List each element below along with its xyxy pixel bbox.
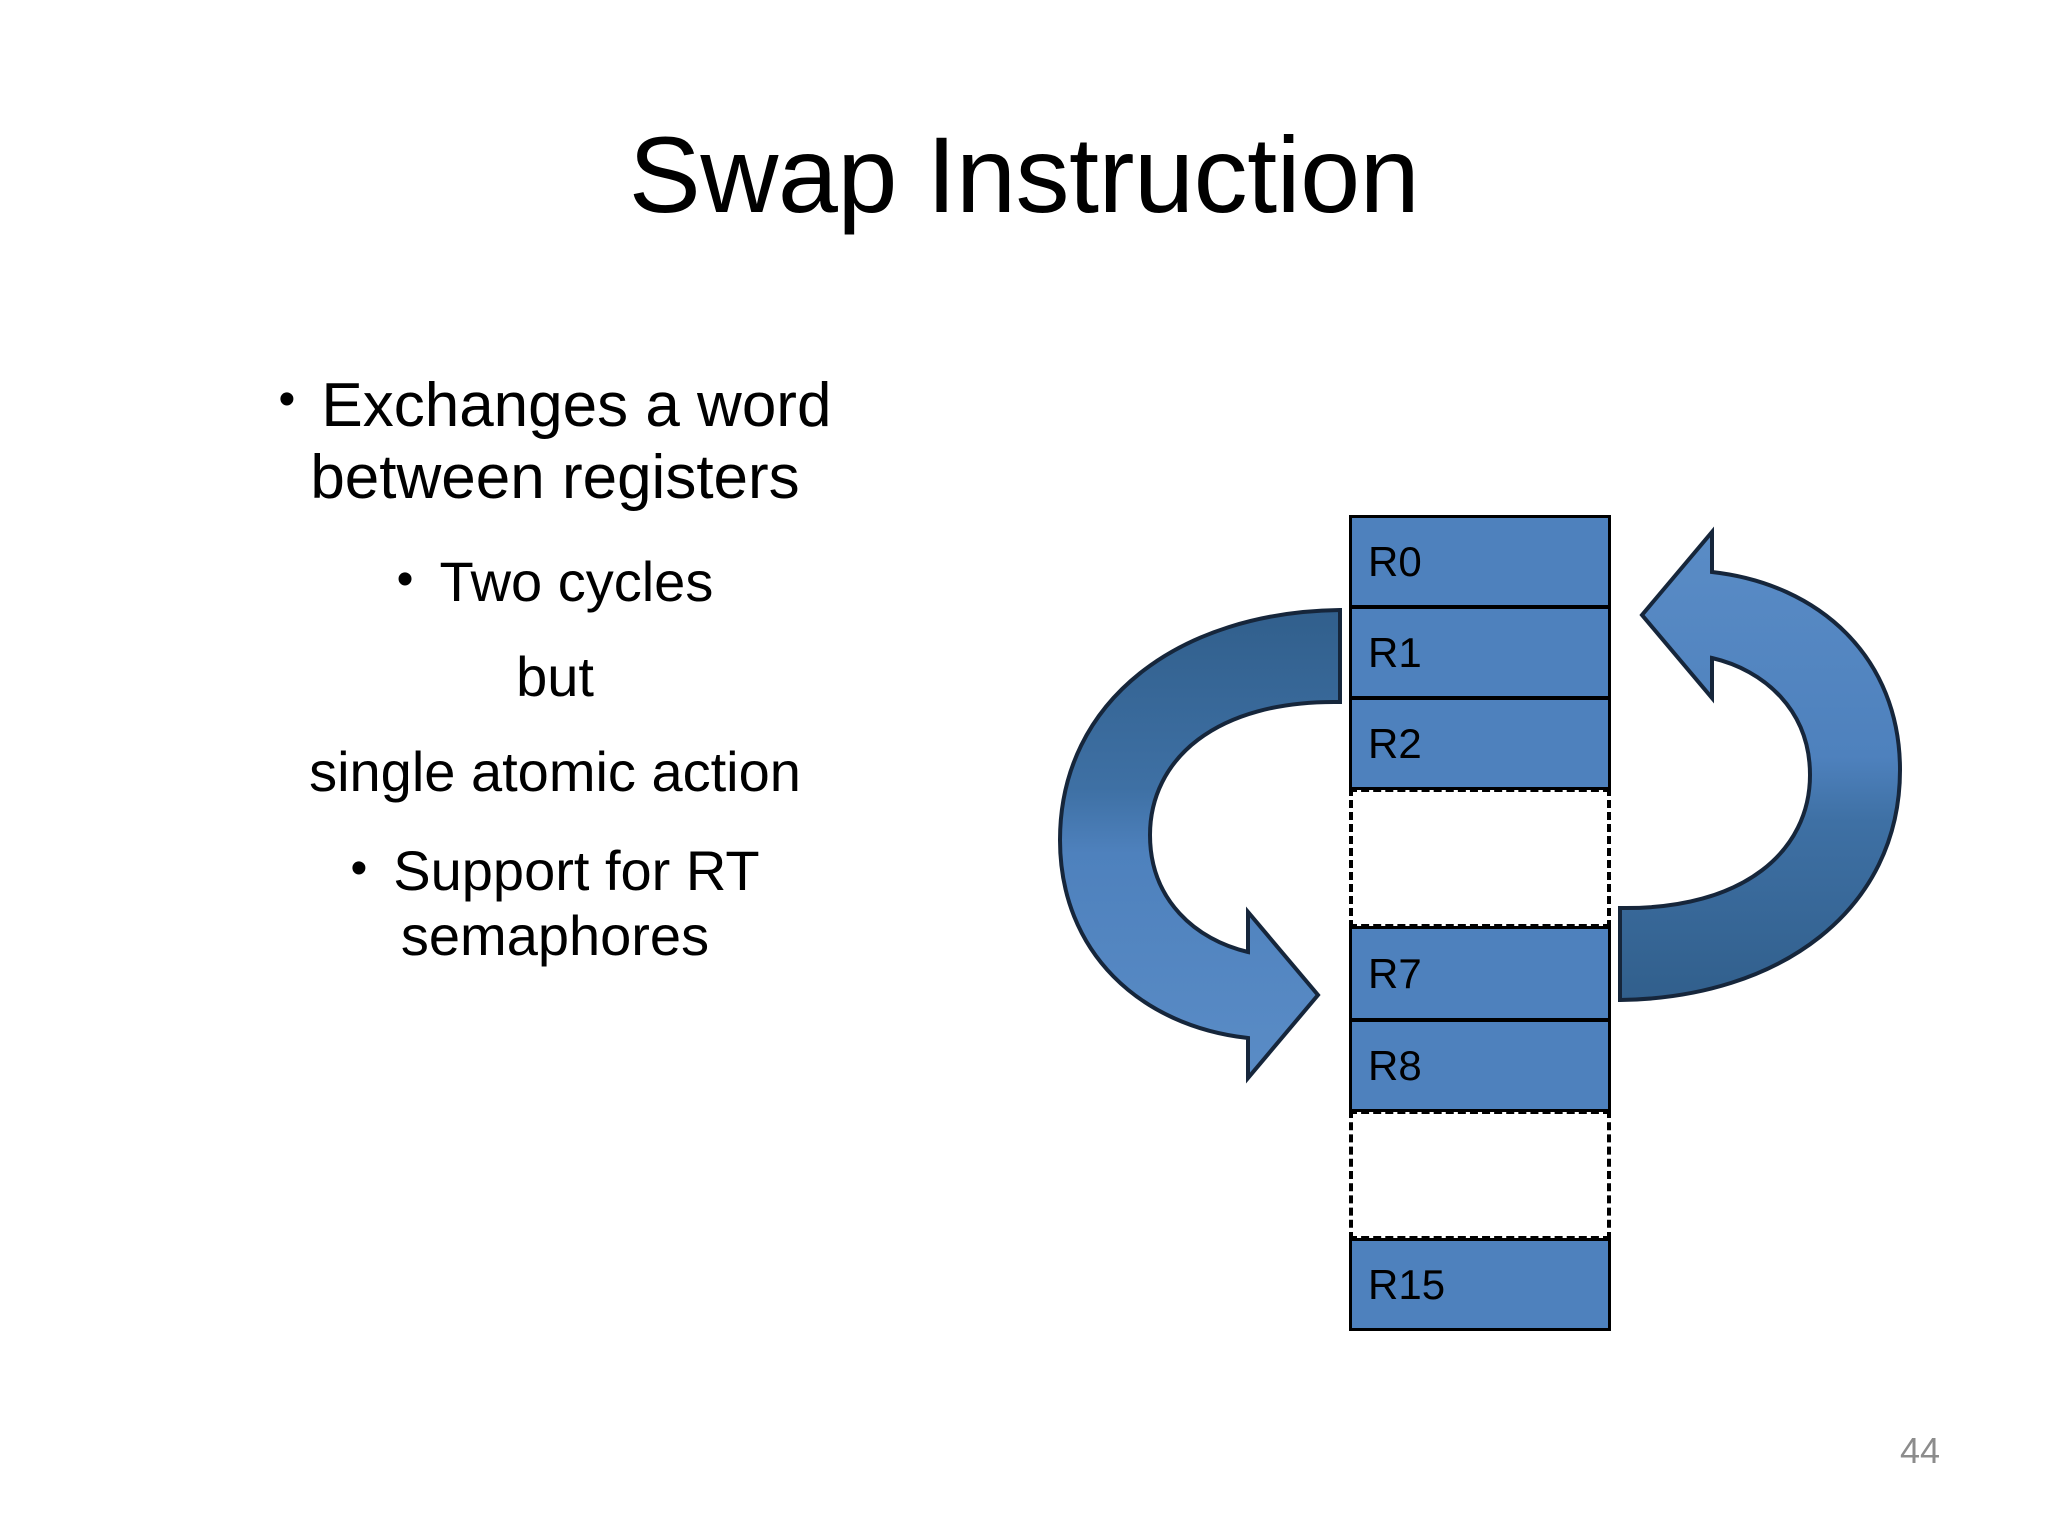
- register-row-r2: R2: [1349, 697, 1611, 790]
- bullet-support-rt-line1: Support for RT: [393, 838, 760, 902]
- text-single-atomic-action: single atomic action: [309, 739, 801, 803]
- register-label-r0: R0: [1368, 537, 1422, 585]
- spacer-1: [150, 514, 960, 550]
- register-gap-lower: [1349, 1110, 1611, 1240]
- bullet-exchanges-line1: Exchanges a word: [321, 371, 832, 440]
- register-label-r8: R8: [1368, 1041, 1422, 1089]
- register-label-r1: R1: [1368, 628, 1422, 676]
- spacer-4: [150, 805, 960, 839]
- page-title: Swap Instruction: [628, 114, 1420, 235]
- bullet-two-cycles: • Two cycles: [150, 550, 960, 615]
- bullet-marker-icon: •: [396, 552, 414, 606]
- bullet-marker-icon: •: [278, 373, 296, 426]
- bullet-support-rt-line2: semaphores: [400, 903, 710, 967]
- spacer-3: [150, 710, 960, 740]
- register-row-r7: R7: [1349, 926, 1611, 1021]
- register-gap-upper: [1349, 788, 1611, 928]
- bullet-marker-icon: •: [350, 841, 368, 895]
- register-row-r1: R1: [1349, 606, 1611, 699]
- text-but: but: [516, 644, 594, 708]
- bullet-two-cycles-label: Two cycles: [439, 549, 714, 613]
- body-text-block: • Exchanges a word between registers • T…: [150, 370, 960, 969]
- register-file-column: R0 R1 R2 R7 R8 R15: [1349, 515, 1611, 1331]
- register-label-r15: R15: [1368, 1260, 1446, 1308]
- register-row-r8: R8: [1349, 1019, 1611, 1112]
- register-label-r7: R7: [1368, 949, 1422, 997]
- page-number: 44: [1900, 1430, 1941, 1471]
- bullet-exchanges: • Exchanges a word between registers: [150, 370, 960, 514]
- register-row-r15: R15: [1349, 1238, 1611, 1331]
- register-label-r2: R2: [1368, 719, 1422, 767]
- register-row-r0: R0: [1349, 515, 1611, 608]
- bullet-exchanges-line2: between registers: [310, 442, 800, 512]
- spacer-2: [150, 615, 960, 645]
- bullet-support-rt: • Support for RT semaphores: [150, 839, 960, 969]
